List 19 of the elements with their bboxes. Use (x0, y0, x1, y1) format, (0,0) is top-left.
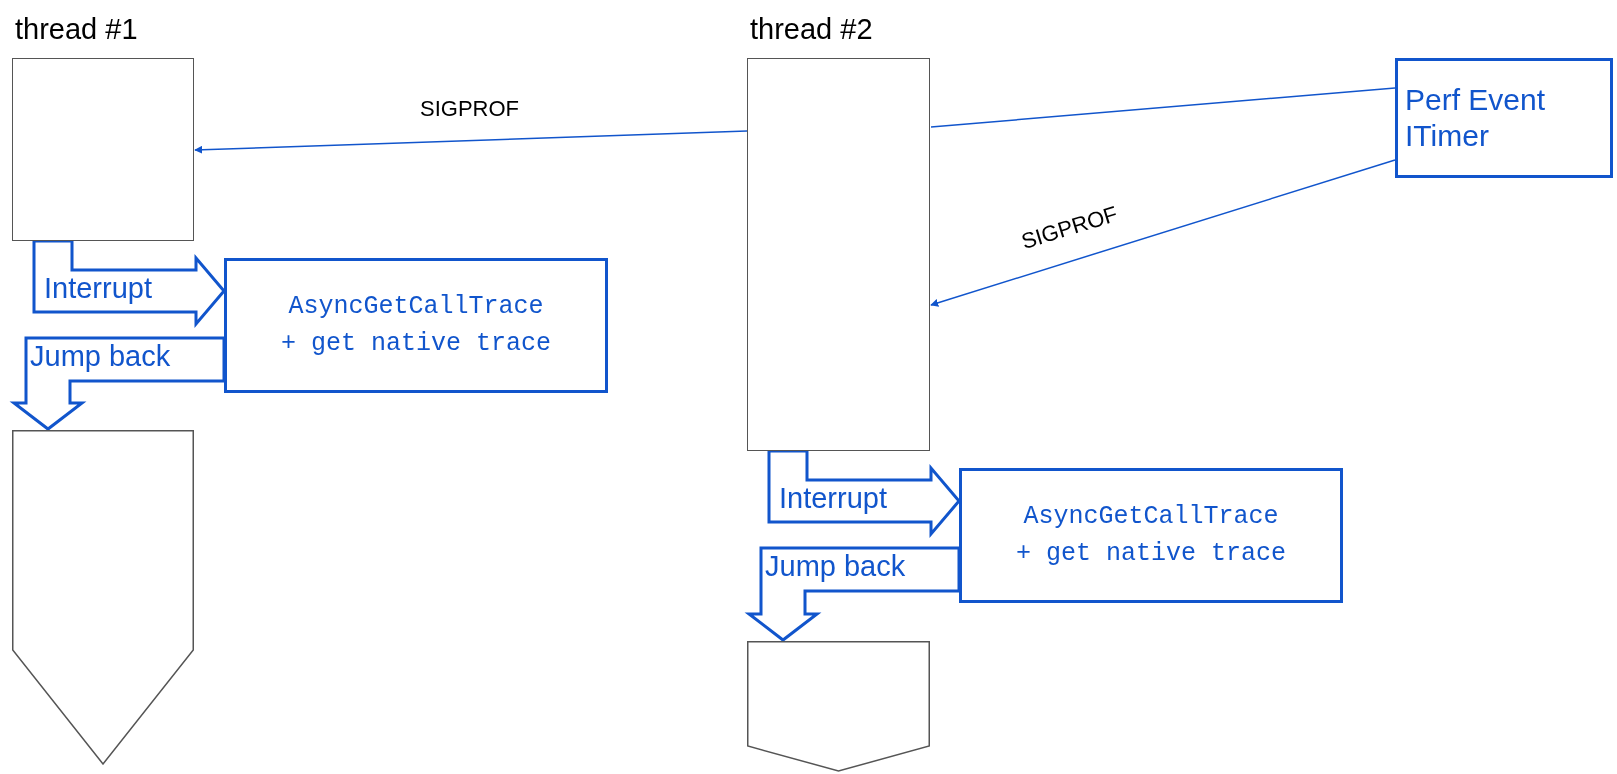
arrow (930, 159, 1396, 307)
block-arrow (744, 546, 961, 642)
function-box (959, 468, 1343, 603)
block-arrow (767, 449, 961, 539)
arrow (194, 130, 748, 154)
thread-heading: thread #2 (750, 13, 873, 46)
edge-label: Interrupt (44, 272, 152, 305)
block-arrow (32, 239, 226, 329)
edge-label: Interrupt (779, 482, 887, 515)
function-text: AsyncGetCallTrace + get native trace (1014, 501, 1287, 570)
function-text: AsyncGetCallTrace + get native trace (279, 291, 552, 360)
thread-heading: thread #1 (15, 13, 138, 46)
function-box (224, 258, 608, 393)
edge-label: Jump back (30, 340, 171, 373)
timer-text: Perf Event ITimer (1405, 82, 1547, 154)
edge-label: Jump back (765, 550, 906, 583)
timer-box (1395, 58, 1613, 178)
edge-label: SIGPROF (420, 96, 519, 122)
block-arrow (9, 336, 226, 431)
